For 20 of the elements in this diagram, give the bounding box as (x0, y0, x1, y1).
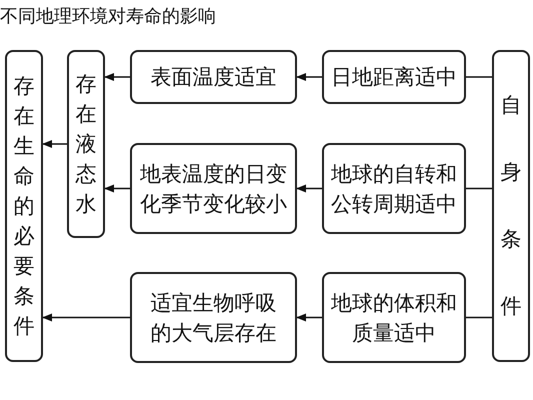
connector-line (466, 316, 492, 318)
connector-line (466, 188, 492, 190)
arrow (42, 314, 130, 322)
arrow (104, 184, 130, 192)
arrow (296, 184, 322, 192)
process-box: 适宜生物呼吸的大气层存在 (130, 272, 297, 363)
process-box: 日地距离适中 (322, 50, 466, 104)
process-box: 表面温度适宜 (130, 50, 297, 104)
vertical-box: 自身条件 (492, 50, 530, 362)
arrow (104, 73, 130, 81)
vertical-box: 存在液态水 (67, 50, 105, 238)
process-box: 地球的自转和公转周期适中 (322, 143, 466, 234)
process-box: 地球的体积和质量适中 (322, 272, 466, 363)
title: 不同地理环境对寿命的影响 (0, 5, 216, 28)
vertical-box: 存在生命的必要条件 (5, 50, 43, 362)
arrow (296, 314, 322, 322)
connector-line (466, 76, 492, 78)
arrow (42, 140, 67, 148)
arrow (296, 73, 322, 81)
process-box: 地表温度的日变化季节变化较小 (130, 143, 297, 234)
